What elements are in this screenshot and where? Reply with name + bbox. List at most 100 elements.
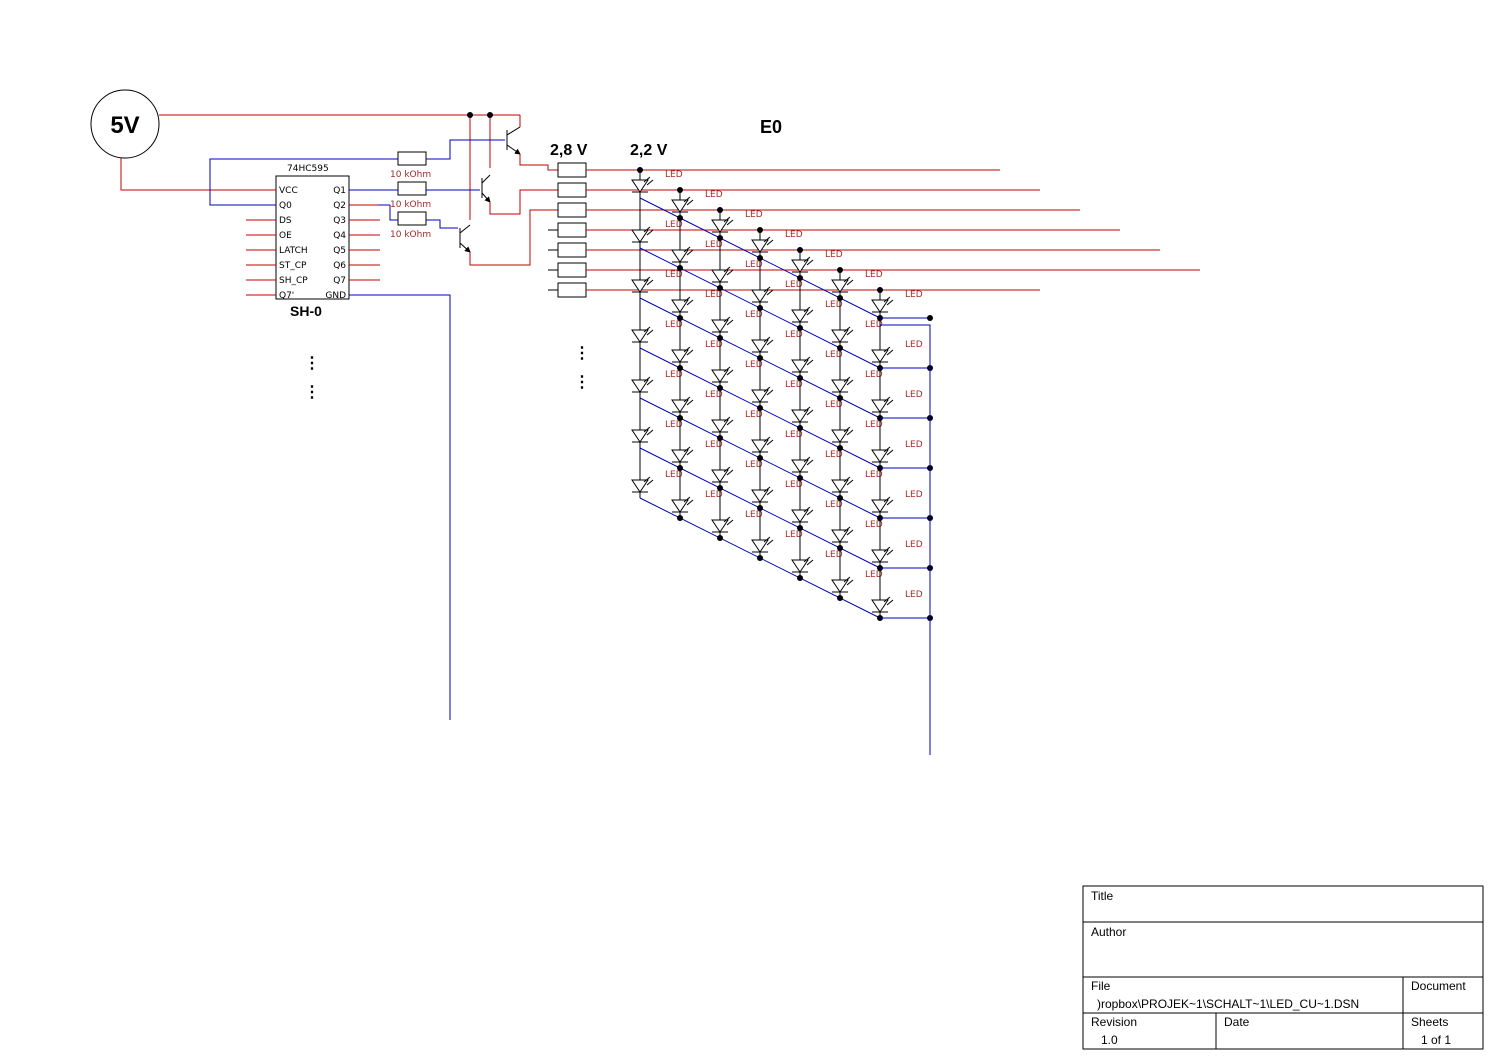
title-label: Title — [1091, 889, 1114, 903]
led-label: LED — [705, 440, 723, 450]
led: LED — [871, 340, 923, 368]
junction-dot — [677, 187, 683, 193]
chip-pin-left: LATCH — [279, 246, 308, 256]
led: LED — [791, 550, 843, 578]
led: LED — [671, 190, 723, 218]
junction-dot — [757, 455, 763, 461]
transistor — [506, 126, 521, 155]
junction-dot — [677, 365, 683, 371]
chip-pin-left: ST_CP — [279, 261, 307, 271]
led: LED — [751, 280, 803, 308]
led: LED — [711, 260, 763, 288]
led: LED — [711, 360, 763, 388]
junction-dot — [757, 555, 763, 561]
led-label: LED — [905, 440, 923, 450]
ellipsis: ⋮ — [574, 374, 590, 391]
led-label: LED — [785, 430, 803, 440]
led: LED — [751, 430, 803, 458]
led-label: LED — [665, 470, 683, 480]
file-label: File — [1091, 979, 1111, 993]
junction-dot — [717, 435, 723, 441]
revision-label: Revision — [1091, 1015, 1137, 1029]
led-label: LED — [865, 570, 883, 580]
led: LED — [751, 480, 803, 508]
junction-dot — [677, 265, 683, 271]
junction-dot — [757, 505, 763, 511]
voltage-label-2: 2,2 V — [630, 142, 668, 159]
led: LED — [631, 170, 683, 198]
junction-dot — [837, 595, 843, 601]
chip-designator: SH-0 — [290, 303, 322, 319]
junction-dot — [927, 315, 933, 321]
led: LED — [871, 590, 923, 618]
junction-dot — [837, 445, 843, 451]
transistor — [481, 174, 491, 203]
led: LED — [751, 330, 803, 358]
resistor-label: 10 kOhm — [390, 170, 431, 180]
led-label: LED — [705, 290, 723, 300]
junction-dot — [757, 305, 763, 311]
led-label: LED — [705, 490, 723, 500]
led: LED — [671, 340, 723, 368]
led: LED — [751, 530, 803, 558]
led-label: LED — [665, 370, 683, 380]
led: LED — [831, 470, 883, 498]
chip-pin-left: VCC — [279, 186, 298, 196]
junction-dot — [677, 465, 683, 471]
anode-resistor — [557, 242, 587, 258]
led-label: LED — [785, 380, 803, 390]
led: LED — [791, 500, 843, 528]
junction-dot — [717, 535, 723, 541]
led-label: LED — [865, 420, 883, 430]
led: LED — [831, 420, 883, 448]
resistor-label: 10 kOhm — [390, 200, 431, 210]
junction-dot — [717, 207, 723, 213]
led-label: LED — [825, 550, 843, 560]
junction-dot — [677, 515, 683, 521]
chip-pin-left: DS — [279, 216, 292, 226]
sheets-label: Sheets — [1411, 1015, 1448, 1029]
led: LED — [631, 220, 683, 248]
chip-pin-left: SH_CP — [279, 276, 308, 286]
led-label: LED — [665, 170, 683, 180]
chip-pin-right: Q7 — [333, 276, 346, 286]
led-label: LED — [865, 270, 883, 280]
chip-pin-right: Q4 — [333, 231, 346, 241]
led: LED — [631, 270, 683, 298]
led-label: LED — [825, 250, 843, 260]
led-label: LED — [705, 240, 723, 250]
led: LED — [791, 350, 843, 378]
document-label: Document — [1411, 979, 1466, 993]
q0-wire — [209, 158, 398, 206]
ellipsis: ⋮ — [574, 345, 590, 362]
junction-dot — [797, 375, 803, 381]
junction-dot — [677, 215, 683, 221]
led: LED — [831, 270, 883, 298]
junction-dot — [877, 287, 883, 293]
chip-pin-right: Q2 — [333, 201, 346, 211]
led-label: LED — [825, 450, 843, 460]
led-label: LED — [905, 340, 923, 350]
junction-dot — [797, 475, 803, 481]
led-label: LED — [905, 390, 923, 400]
junction-dot — [797, 575, 803, 581]
junction-dot — [487, 112, 493, 118]
led-label: LED — [745, 460, 763, 470]
chip-name: 74HC595 — [287, 164, 329, 174]
led-label: LED — [785, 230, 803, 240]
junction-dot — [837, 267, 843, 273]
author-label: Author — [1091, 925, 1126, 939]
led-label: LED — [865, 520, 883, 530]
led: LED — [671, 390, 723, 418]
anode-resistor — [557, 202, 587, 218]
junction-dot — [757, 227, 763, 233]
voltage-label-1: 2,8 V — [550, 142, 588, 159]
junction-dot — [757, 405, 763, 411]
chip-pin-left: Q7' — [279, 291, 294, 301]
led-label: LED — [785, 280, 803, 290]
title-block — [1082, 885, 1484, 1050]
anode-resistor — [557, 182, 587, 198]
led-label: LED — [705, 190, 723, 200]
